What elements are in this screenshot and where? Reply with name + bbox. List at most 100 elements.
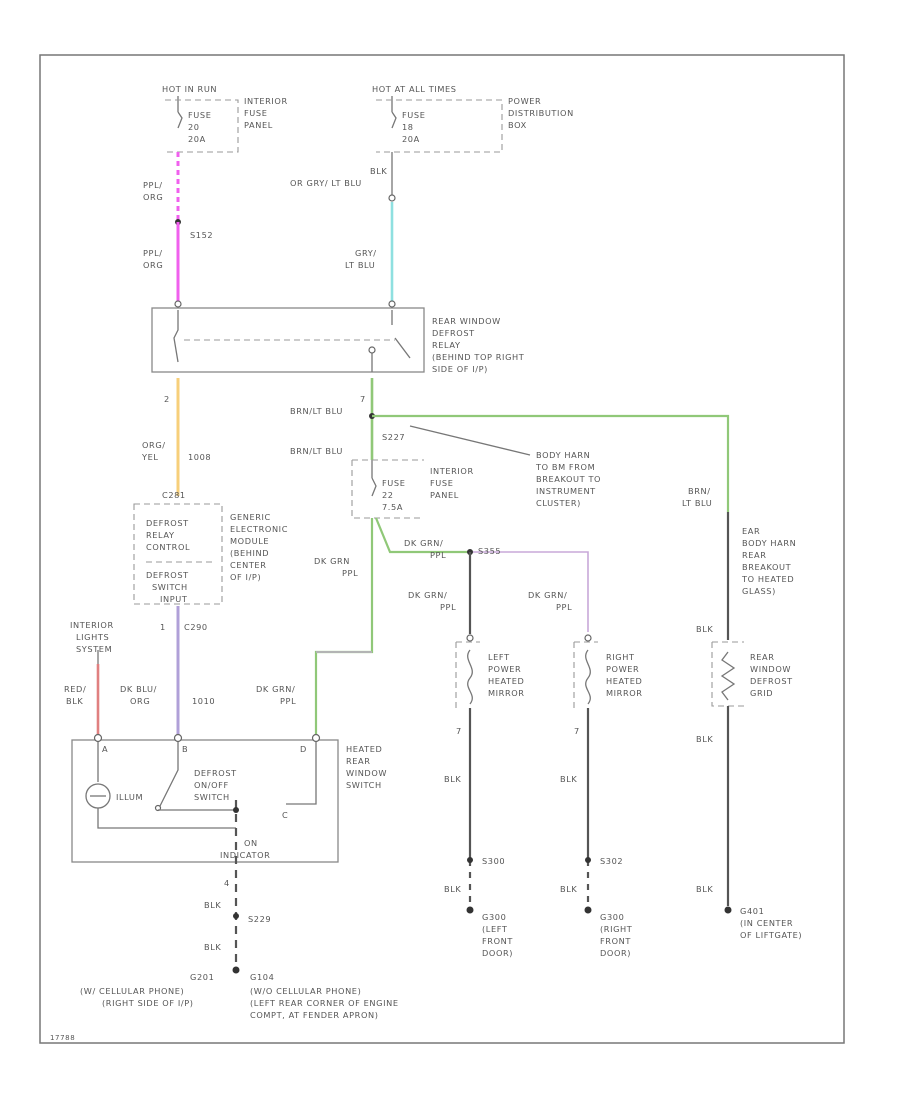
harness-note: CLUSTER)	[536, 498, 581, 508]
ground-g201: (W/ CELLULAR PHONE)	[80, 986, 184, 996]
circuit-number: 1010	[192, 696, 215, 706]
wire-color-label: BLK	[444, 774, 461, 784]
fuse2-label: FUSE	[402, 110, 425, 120]
fuse2-location: DISTRIBUTION	[508, 108, 574, 118]
fuse3-location: INTERIOR	[430, 466, 474, 476]
defrost-grid-label: WINDOW	[750, 664, 791, 674]
wire-color-label: BRN/LT BLU	[290, 406, 343, 416]
wire-color-label: PPL/	[143, 180, 163, 190]
fuse1-location: PANEL	[244, 120, 273, 130]
fuse2-hot-label: HOT AT ALL TIMES	[372, 84, 457, 94]
on-indicator-label: INDICATOR	[220, 850, 270, 860]
gem-label: INPUT	[160, 594, 188, 604]
ground-g300-left: G300	[482, 912, 506, 922]
left-power-heated-mirror	[455, 641, 480, 708]
fuse1-number: 20	[188, 122, 200, 132]
circuit-number: 1008	[188, 452, 211, 462]
wire-color-label: PPL	[342, 568, 358, 578]
ground-g300-right: FRONT	[600, 936, 631, 946]
diagram-frame	[39, 54, 845, 1044]
wire-color-label: GRY/	[355, 248, 377, 258]
pin-label: A	[102, 744, 108, 754]
gem-label: DEFROST	[146, 570, 189, 580]
wire-color-label: BLK	[204, 942, 221, 952]
wire-color-label: DK GRN/	[256, 684, 295, 694]
pin-number: 4	[224, 878, 230, 888]
ground-g300-left: (LEFT	[482, 924, 508, 934]
wire-dkgrn-ppl-right-mirror	[470, 551, 589, 632]
wire-color-label: DK GRN/	[528, 590, 567, 600]
switch-label: SWITCH	[346, 780, 382, 790]
right-mirror-label: HEATED	[606, 676, 642, 686]
defrost-grid-label: DEFROST	[750, 676, 793, 686]
gem-label: RELAY	[146, 530, 175, 540]
wire-color-label: BLK	[560, 884, 577, 894]
fuse1-location: INTERIOR	[244, 96, 288, 106]
wire-color-label: BLK	[560, 774, 577, 784]
pin-label: B	[182, 744, 188, 754]
wire-color-label: PPL	[280, 696, 296, 706]
wire-color-label: BLK	[696, 884, 713, 894]
wire-color-label: ORG	[143, 260, 163, 270]
pin-number: 7	[360, 394, 366, 404]
left-mirror-label: HEATED	[488, 676, 524, 686]
wire-color-label: ORG	[143, 192, 163, 202]
harness-note: BODY HARN	[536, 450, 590, 460]
splice-s152: S152	[190, 230, 213, 240]
ground-g300-right: G300	[600, 912, 624, 922]
switch-label: REAR	[346, 756, 371, 766]
wire-color-label: PPL	[556, 602, 572, 612]
gem-label: DEFROST	[146, 518, 189, 528]
gem-label: CENTER	[230, 560, 266, 570]
interior-lights-label: SYSTEM	[76, 644, 112, 654]
wire-color-label: LT BLU	[682, 498, 712, 508]
ground-g300-right: (RIGHT	[600, 924, 633, 934]
fuse1-label: FUSE	[188, 110, 211, 120]
pin-number: 1	[160, 622, 166, 632]
wire-color-label: DK GRN/	[404, 538, 443, 548]
defrost-switch-label: DEFROST	[194, 768, 237, 778]
ground-g300-right: DOOR)	[600, 948, 631, 958]
switch-label: HEATED	[346, 744, 382, 754]
heated-rear-window-switch	[71, 739, 339, 863]
wire-dkgrn-ppl-left	[314, 518, 374, 734]
relay-label: REAR WINDOW	[432, 316, 501, 326]
gem-label: OF I/P)	[230, 572, 261, 582]
fuse2-location: POWER	[508, 96, 541, 106]
wire-color-label: LT BLU	[345, 260, 375, 270]
wire-dkgrn-ppl-split	[374, 517, 470, 554]
ground-g201: (RIGHT SIDE OF I/P)	[102, 998, 194, 1008]
splice-s227: S227	[382, 432, 405, 442]
pin-label: D	[300, 744, 307, 754]
rear-window-defrost-grid	[711, 641, 744, 707]
ground-g401: (IN CENTER	[740, 918, 793, 928]
illum-label: ILLUM	[116, 792, 143, 802]
wire-color-label: BRN/	[688, 486, 711, 496]
ground-g104: (LEFT REAR CORNER OF ENGINE	[250, 998, 399, 1008]
relay-label: SIDE OF I/P)	[432, 364, 488, 374]
relay-label: DEFROST	[432, 328, 475, 338]
left-mirror-label: POWER	[488, 664, 521, 674]
right-mirror-label: MIRROR	[606, 688, 643, 698]
fuse1-location: FUSE	[244, 108, 267, 118]
pin-label: C	[282, 810, 288, 820]
harness-note: EAR	[742, 526, 760, 536]
diagram-id: 17788	[50, 1034, 75, 1042]
harness-note: INSTRUMENT	[536, 486, 596, 496]
ground-g104: COMPT, AT FENDER APRON)	[250, 1010, 379, 1020]
defrost-switch-label: SWITCH	[194, 792, 230, 802]
fuse1-amps: 20A	[188, 134, 206, 144]
wire-color-label: PPL	[430, 550, 446, 560]
harness-note: BREAKOUT	[742, 562, 792, 572]
interior-lights-label: INTERIOR	[70, 620, 114, 630]
ground-g300-left: DOOR)	[482, 948, 513, 958]
ground-g401: OF LIFTGATE)	[740, 930, 802, 940]
connector-c281: C281	[162, 490, 186, 500]
wire-color-label: BLK	[370, 166, 387, 176]
harness-note: TO BM FROM	[535, 462, 595, 472]
on-indicator-label: ON	[244, 838, 258, 848]
left-mirror-label: MIRROR	[488, 688, 525, 698]
wire-color-label: YEL	[141, 452, 159, 462]
wire-color-label: DK GRN/	[408, 590, 447, 600]
